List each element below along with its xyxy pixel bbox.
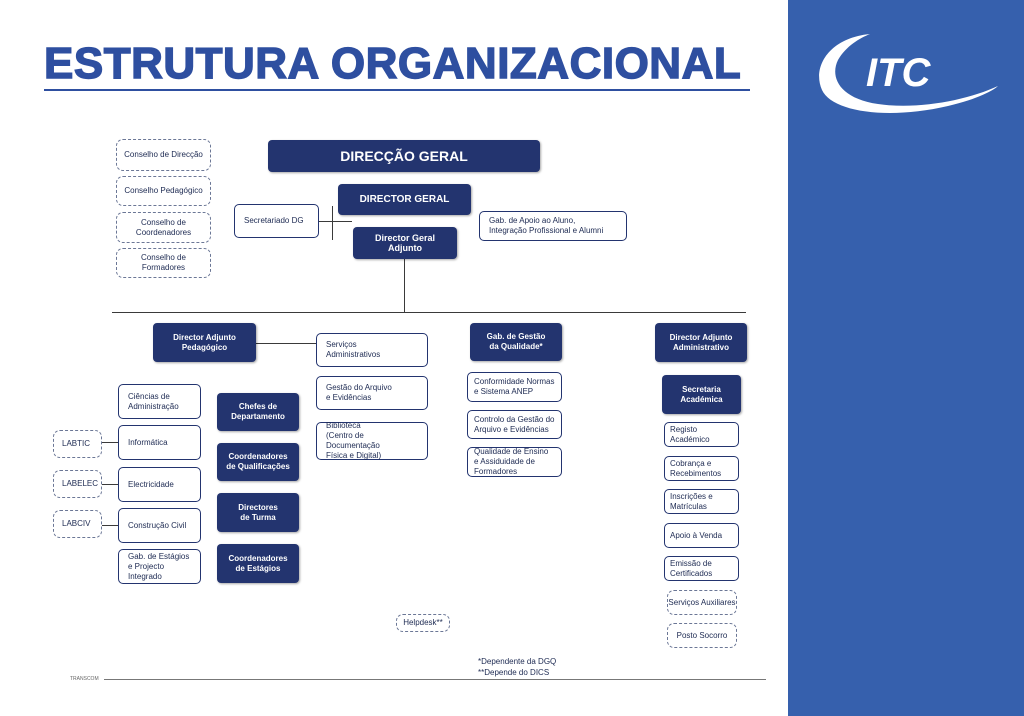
direccao-geral-label: DIRECÇÃO GERAL [340,148,468,164]
connector-line [101,525,118,526]
admin-dotted-label: Posto Socorro [676,630,728,640]
quality-item-label: Conformidade Normas e Sistema ANEP [474,377,555,396]
director-geral-label: DIRECTOR GERAL [359,193,450,205]
director-adjunto-pedagogico-box: Director Adjunto Pedagógico [153,323,256,362]
itc-logo: ITC [819,34,998,113]
admin-item-box: Cobrança e Recebimentos [664,456,739,481]
brand-side-panel [788,0,1024,716]
helpdesk-box: Helpdesk** [396,614,450,632]
admin-item-box: Inscrições e Matrículas [664,489,739,514]
council-label: Conselho de Coordenadores [135,217,192,237]
title-underline [44,89,750,91]
quality-item-label: Qualidade de Ensino e Assiduidade de For… [474,447,549,476]
service-box: Serviços Administrativos [316,333,428,367]
director-adjunto-pedagogico-label: Director Adjunto Pedagógico [173,332,236,352]
area-label: Gab. de Estágios e Projecto Integrado [128,551,190,581]
secretariado-box: Secretariado DG [234,204,319,238]
role-label: Directores de Turma [238,502,278,522]
secretaria-academica-label: Secretaria Académica [680,384,723,404]
area-box: Electricidade [118,467,201,502]
connector-line [112,312,746,313]
council-box: Conselho de Direcção [116,139,211,171]
council-label: Conselho Pedagógico [124,186,203,195]
connector-line [404,259,405,312]
council-box: Conselho Pedagógico [116,176,211,206]
gab-gestao-qualidade-label: Gab. de Gestão da Qualidade* [486,332,546,351]
area-box: Gab. de Estágios e Projecto Integrado [118,549,201,584]
admin-item-box: Emissão de Certificados [664,556,739,581]
area-label: Ciências de Administração [128,391,179,411]
gab-apoio-label: Gab. de Apoio ao Aluno, Integração Profi… [489,216,604,235]
service-box: Biblioteca (Centro de Documentação Físic… [316,421,428,460]
director-geral-adjunto-box: Director Geral Adjunto [353,227,457,259]
admin-dotted-label: Serviços Auxiliares [668,597,736,607]
gab-gestao-qualidade-box: Gab. de Gestão da Qualidade* [470,323,562,361]
council-box: Conselho de Formadores [116,248,211,278]
quality-item-box: Controlo da Gestão do Arquivo e Evidênci… [467,410,562,439]
admin-item-label: Emissão de Certificados [670,558,713,578]
admin-item-label: Apoio à Venda [670,530,723,540]
lab-label: LABCIV [62,519,91,528]
secretaria-academica-box: Secretaria Académica [662,375,741,414]
logo-text: ITC [866,51,932,95]
connector-line [101,442,118,443]
footnotes: *Dependente da DGQ **Depende do DICS [478,657,557,677]
admin-dotted-box: Posto Socorro [667,623,737,648]
area-box: Ciências de Administração [118,384,201,419]
admin-item-box: Registo Académico [664,422,739,447]
role-label: Chefes de Departamento [231,402,285,421]
footer-rule [104,679,766,680]
connector-line [256,343,316,344]
admin-item-label: Cobrança e Recebimentos [670,458,722,478]
council-label: Conselho de Direcção [124,150,203,159]
lab-box: LABELEC [53,470,102,498]
admin-dotted-box: Serviços Auxiliares [667,590,737,615]
page-title: ESTRUTURA ORGANIZACIONAL [43,38,742,88]
director-adjunto-administrativo-box: Director Adjunto Administrativo [655,323,747,362]
director-geral-adjunto-label: Director Geral Adjunto [374,233,436,253]
service-box: Gestão do Arquivo e Evidências [316,376,428,410]
footer-mark: TRANSCOM [70,676,99,682]
area-box: Informática [118,425,201,460]
area-box: Construção Civil [118,508,201,543]
lab-box: LABTIC [53,430,102,458]
role-label: Coordenadores de Estágios [228,553,288,573]
area-label: Construção Civil [128,520,187,530]
direccao-geral-box: DIRECÇÃO GERAL [268,140,540,172]
gab-apoio-box: Gab. de Apoio ao Aluno, Integração Profi… [479,211,627,241]
area-label: Informática [128,437,168,447]
role-box: Chefes de Departamento [217,393,299,431]
service-label: Gestão do Arquivo e Evidências [326,383,392,402]
service-label: Serviços Administrativos [326,340,381,359]
service-label: Biblioteca (Centro de Documentação Físic… [326,421,382,460]
admin-item-label: Registo Académico [670,424,710,444]
secretariado-label: Secretariado DG [244,216,304,225]
connector-line [332,206,333,240]
admin-item-box: Apoio à Venda [664,523,739,548]
council-box: Conselho de Coordenadores [116,212,211,243]
role-box: Directores de Turma [217,493,299,532]
role-box: Coordenadores de Estágios [217,544,299,583]
lab-label: LABELEC [62,479,99,488]
lab-label: LABTIC [62,439,91,448]
quality-item-box: Qualidade de Ensino e Assiduidade de For… [467,447,562,477]
helpdesk-label: Helpdesk** [403,618,443,627]
director-geral-box: DIRECTOR GERAL [338,184,471,215]
role-label: Coordenadores de Qualificações [226,452,290,471]
role-box: Coordenadores de Qualificações [217,443,299,481]
director-adjunto-administrativo-label: Director Adjunto Administrativo [669,332,733,352]
quality-item-label: Controlo da Gestão do Arquivo e Evidênci… [474,414,555,434]
area-label: Electricidade [128,479,174,489]
lab-box: LABCIV [53,510,102,538]
quality-item-box: Conformidade Normas e Sistema ANEP [467,372,562,402]
connector-line [101,484,118,485]
admin-item-label: Inscrições e Matrículas [670,491,713,511]
council-label: Conselho de Formadores [141,253,186,272]
connector-line [318,221,352,222]
